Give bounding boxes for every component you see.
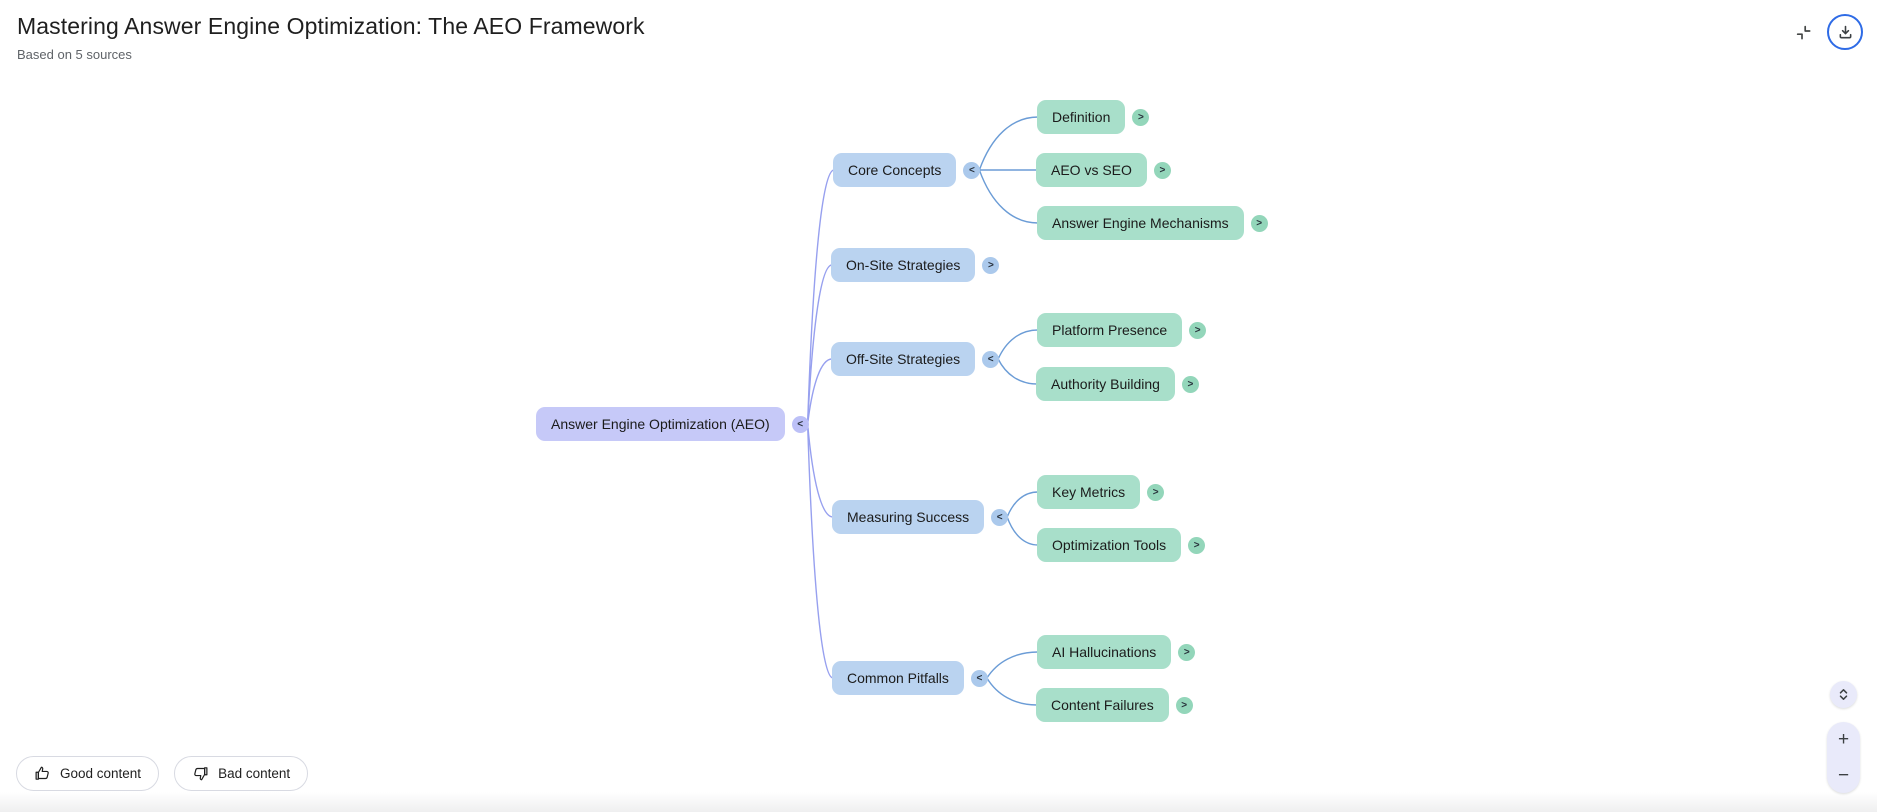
mindmap-node-wrap: AI Hallucinations > — [1037, 635, 1196, 669]
mindmap-node[interactable]: AI Hallucinations — [1037, 635, 1172, 669]
bad-content-label: Bad content — [218, 766, 291, 781]
mindmap-node[interactable]: Answer Engine Optimization (AEO) — [536, 407, 785, 441]
mindmap-node-wrap: On-Site Strategies > — [831, 248, 1000, 282]
connector-line — [986, 651, 1039, 679]
mindmap-node-wrap: AEO vs SEO > — [1036, 153, 1171, 187]
zoom-in-button[interactable]: + — [1832, 726, 1855, 753]
mindmap-node-wrap: Authority Building > — [1036, 367, 1199, 401]
download-icon — [1839, 25, 1851, 39]
mindmap-node-wrap: Off-Site Strategies < — [831, 342, 1000, 376]
expand-toggle[interactable]: > — [1178, 643, 1196, 661]
good-content-button[interactable]: Good content — [16, 756, 160, 791]
connector-line — [806, 423, 834, 518]
connector-line — [1006, 516, 1039, 546]
fit-view-button[interactable] — [1830, 681, 1857, 708]
collapse-window-icon — [1796, 25, 1811, 40]
mindmap-node[interactable]: Core Concepts — [833, 153, 957, 187]
mindmap-node-wrap: Platform Presence > — [1037, 313, 1207, 347]
expand-toggle[interactable]: > — [1189, 321, 1207, 339]
mindmap-node[interactable]: Answer Engine Mechanisms — [1037, 206, 1244, 240]
collapse-toggle[interactable]: < — [970, 669, 988, 687]
mindmap-node[interactable]: Authority Building — [1036, 367, 1175, 401]
connector-line — [806, 423, 834, 679]
collapse-toggle[interactable]: < — [991, 508, 1009, 526]
mindmap-node[interactable]: AEO vs SEO — [1036, 153, 1147, 187]
expand-toggle[interactable]: > — [982, 256, 1000, 274]
zoom-control: + − — [1827, 722, 1860, 793]
fit-view-icon — [1839, 689, 1848, 700]
collapse-window-button[interactable] — [1789, 18, 1817, 46]
mindmap-node[interactable]: On-Site Strategies — [831, 248, 976, 282]
connector-line — [997, 329, 1039, 360]
mindmap-node-wrap: Answer Engine Optimization (AEO) < — [536, 407, 809, 441]
header-actions — [1789, 14, 1863, 50]
mindmap-node-wrap: Definition > — [1037, 100, 1150, 134]
mindmap-node[interactable]: Optimization Tools — [1037, 528, 1182, 562]
connector-line — [978, 169, 1039, 224]
mindmap-node[interactable]: Platform Presence — [1037, 313, 1183, 347]
zoom-out-button[interactable]: − — [1832, 762, 1855, 789]
thumbs-up-icon — [35, 766, 49, 780]
connector-line — [806, 169, 835, 425]
mindmap-node-wrap: Answer Engine Mechanisms > — [1037, 206, 1268, 240]
connector-line — [986, 677, 1038, 706]
page-title: Mastering Answer Engine Optimization: Th… — [17, 13, 645, 39]
header: Mastering Answer Engine Optimization: Th… — [17, 13, 645, 62]
expand-toggle[interactable]: > — [1250, 214, 1268, 232]
expand-toggle[interactable]: > — [1175, 696, 1193, 714]
connector-line — [1006, 491, 1039, 518]
expand-toggle[interactable]: > — [1132, 108, 1150, 126]
mindmap-node[interactable]: Definition — [1037, 100, 1126, 134]
download-button[interactable] — [1827, 14, 1863, 50]
connector-line — [978, 116, 1039, 171]
good-content-label: Good content — [60, 766, 142, 781]
mindmap-node-wrap: Common Pitfalls < — [832, 661, 988, 695]
expand-toggle[interactable]: > — [1188, 536, 1206, 554]
mindmap-node[interactable]: Off-Site Strategies — [831, 342, 976, 376]
mindmap-node-wrap: Core Concepts < — [833, 153, 981, 187]
expand-toggle[interactable]: > — [1181, 375, 1199, 393]
connector-line — [806, 358, 833, 425]
bad-content-button[interactable]: Bad content — [174, 756, 309, 791]
expand-toggle[interactable]: > — [1147, 483, 1165, 501]
sources-count-label: Based on 5 sources — [17, 47, 132, 62]
mindmap-node-wrap: Measuring Success < — [832, 500, 1009, 534]
collapse-toggle[interactable]: < — [963, 161, 981, 179]
mindmap-node[interactable]: Common Pitfalls — [832, 661, 964, 695]
mindmap-node-wrap: Content Failures > — [1036, 688, 1193, 722]
mindmap-node[interactable]: Key Metrics — [1037, 475, 1141, 509]
mindmap-node[interactable]: Content Failures — [1036, 688, 1169, 722]
connector-line — [806, 264, 833, 425]
collapse-toggle[interactable]: < — [982, 350, 1000, 368]
map-controls: + − — [1827, 681, 1860, 793]
mindmap-node-wrap: Key Metrics > — [1037, 475, 1165, 509]
connector-line — [997, 358, 1038, 385]
thumbs-down-icon — [194, 767, 208, 781]
expand-toggle[interactable]: > — [1153, 161, 1171, 179]
feedback-bar: Good content Bad content — [16, 756, 309, 791]
collapse-toggle[interactable]: < — [791, 415, 809, 433]
mindmap-node[interactable]: Measuring Success — [832, 500, 985, 534]
mindmap-node-wrap: Optimization Tools > — [1037, 528, 1206, 562]
